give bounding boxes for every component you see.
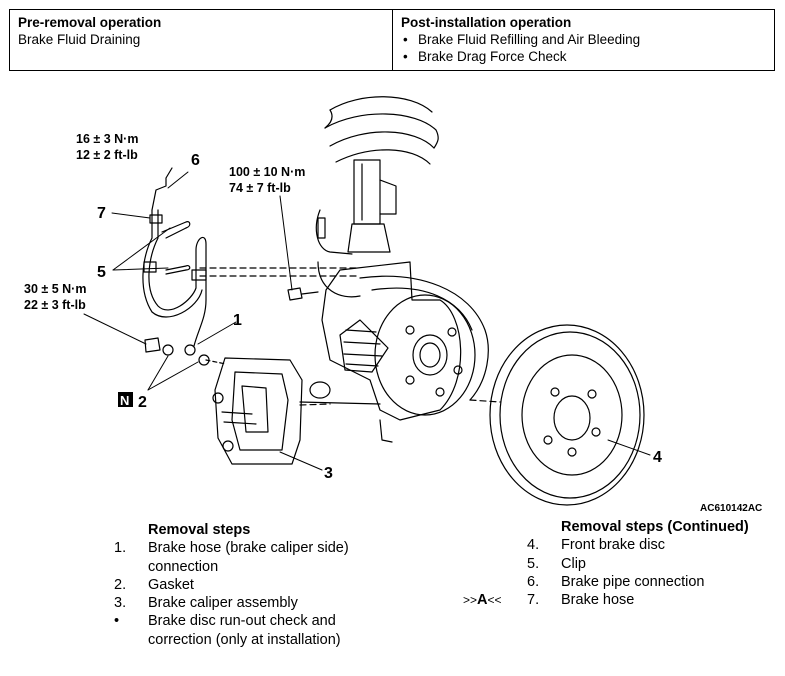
pre-removal-heading: Pre-removal operation [18,15,162,30]
torque-left-nm: 30 ± 5 N·m [24,282,86,296]
callout-1: 1 [233,312,242,329]
post-installation-item: Brake Drag Force Check [401,48,766,65]
step-text: Brake caliper assembly [148,595,298,612]
callout-6: 6 [191,152,200,169]
n-badge: N [118,392,133,408]
torque-6-ftlb: 12 ± 2 ft-lb [76,148,138,162]
leader-lines [83,171,651,471]
pre-removal-item: Brake Fluid Draining [18,32,141,47]
torque-6-nm: 16 ± 3 N·m [76,132,138,146]
removal-steps-heading: Removal steps [148,522,251,538]
callout-numbers: 1 2 3 4 5 6 7 [97,152,662,482]
callout-3: 3 [324,465,333,482]
bolts-gaskets-drawing [144,287,319,366]
step-num [114,631,148,649]
pre-removal-cell: Pre-removal operation Brake Fluid Draini… [10,10,393,70]
torque-center-nm: 100 ± 10 N·m [229,165,305,179]
step-num: 7. [527,592,540,609]
step-num [114,558,148,576]
step-row: 3. Brake caliper assembly [114,594,414,612]
step-text: Brake disc run-out check and [148,613,336,630]
service-point-marker: >>A<< [463,592,502,608]
removal-steps: Removal steps 1. Brake hose (brake calipe… [114,521,414,649]
step-num: 6. [527,573,540,590]
step-text: Brake pipe connection [561,573,705,590]
post-installation-item: Brake Fluid Refilling and Air Bleeding [401,31,766,48]
step-text: Clip [561,555,586,572]
step-text: Gasket [148,576,194,593]
step-row: correction (only at installation) [114,631,414,649]
callout-5: 5 [97,264,106,281]
step-row: 1. Brake hose (brake caliper side) [114,539,414,557]
torque-left-ftlb: 22 ± 3 ft-lb [24,298,86,312]
step-row: 4. Front brake disc [527,536,777,554]
step-num: 3. [114,595,127,612]
callout-7: 7 [97,205,106,222]
post-installation-heading: Post-installation operation [401,15,572,30]
brake-disc-drawing [469,324,645,506]
marker-letter: A [477,592,488,608]
step-row: 2. Gasket [114,576,414,594]
step-num: 4. [527,537,540,554]
step-text: connection [148,558,219,575]
step-num: 5. [527,555,540,572]
step-text: Front brake disc [561,537,665,554]
post-installation-cell: Post-installation operation Brake Fluid … [393,10,774,70]
step-row: 5. Clip [527,555,777,573]
brake-caliper-drawing [212,357,331,465]
step-text: Brake hose (brake caliper side) [148,540,349,557]
step-text: Brake hose [561,592,635,609]
post-installation-list: Brake Fluid Refilling and Air Bleeding B… [401,31,766,65]
removal-steps-continued-heading: Removal steps (Continued) [561,519,749,535]
step-bullet: • [114,613,120,630]
removal-steps-continued: Removal steps (Continued) 4. Front brake … [527,518,777,609]
step-row: 6. Brake pipe connection [527,573,777,591]
step-num: 1. [114,540,127,557]
step-text: correction (only at installation) [148,631,341,648]
marker-suffix: << [487,593,502,607]
marker-prefix: >> [463,593,478,607]
callout-2: 2 [138,394,147,411]
strut-brake-line-drawing [315,209,361,298]
step-num: 2. [114,576,127,593]
step-row: 7. Brake hose [527,591,777,609]
operations-table: Pre-removal operation Brake Fluid Draini… [9,9,775,71]
torque-specs: 16 ± 3 N·m 12 ± 2 ft-lb 100 ± 10 N·m 74 … [24,132,305,312]
strut-spring-drawing [324,96,439,253]
brake-assembly-diagram: 16 ± 3 N·m 12 ± 2 ft-lb 100 ± 10 N·m 74 … [24,96,662,506]
callout-4: 4 [653,449,662,466]
step-row: • Brake disc run-out check and [114,612,414,630]
dust-shield-drawing [359,275,489,401]
figure-code: AC610142AC [700,503,763,514]
torque-center-ftlb: 74 ± 7 ft-lb [229,181,291,195]
n-badge-label: N [120,393,129,408]
step-row: connection [114,558,414,576]
knuckle-hub-drawing [299,261,476,443]
